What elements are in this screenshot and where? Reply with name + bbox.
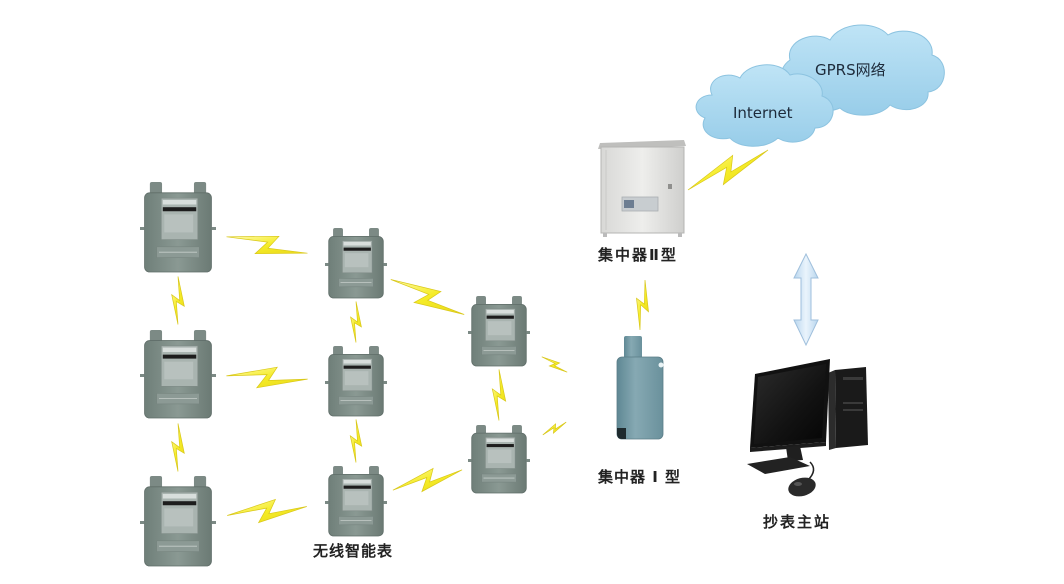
smart-meter	[140, 330, 216, 419]
wireless-signal-icon	[226, 235, 308, 255]
internet-cloud-label: Internet	[733, 104, 793, 122]
concentrator-2-label: 集中器Ⅱ型	[597, 246, 678, 264]
smart-meter	[325, 346, 387, 417]
concentrator-1-label: 集中器 Ⅰ 型	[597, 468, 681, 486]
wireless-signal-icon	[636, 279, 649, 331]
wireless-signal-icon	[542, 421, 567, 436]
wireless-signal-icon	[227, 498, 307, 524]
smart-meter-label: 无线智能表	[312, 542, 393, 560]
internet-cloud	[695, 64, 834, 147]
wireless-signal-icon	[171, 423, 185, 472]
wireless-signal-icon	[350, 301, 362, 343]
smart-meter	[140, 476, 216, 567]
wireless-signal-icon	[171, 276, 185, 325]
wireless-signal-icon	[491, 369, 507, 421]
wireless-signal-icon	[349, 419, 363, 463]
smart-meter	[468, 425, 530, 494]
smart-meter	[140, 182, 216, 273]
master-station-computer	[747, 359, 868, 497]
concentrator-2-cabinet	[598, 140, 686, 237]
smart-meter	[468, 296, 530, 367]
gprs-cloud-label: GPRS网络	[815, 61, 886, 79]
concentrator-1-device	[616, 336, 664, 440]
wireless-signal-icon	[541, 356, 568, 373]
smart-meter	[325, 228, 387, 299]
smart-meter	[325, 466, 387, 537]
wireless-signal-icon	[390, 279, 465, 315]
wireless-signal-icon	[687, 149, 769, 191]
bidirectional-arrow-icon	[793, 252, 819, 347]
wireless-signal-icon	[392, 467, 463, 493]
master-station-label: 抄表主站	[763, 513, 831, 531]
wireless-signal-icon	[226, 366, 308, 389]
